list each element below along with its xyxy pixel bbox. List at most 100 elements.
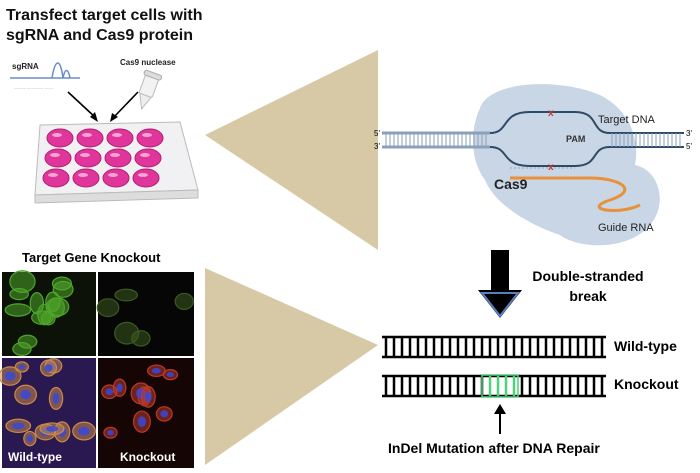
target-dna-label: Target DNA xyxy=(598,114,655,126)
cell xyxy=(114,321,140,345)
cell-nucleus xyxy=(20,389,32,400)
cell-nucleus xyxy=(136,388,146,399)
mutation-box xyxy=(481,374,519,398)
well xyxy=(102,168,130,188)
strand-knockout-label: Knockout xyxy=(614,376,679,392)
cell xyxy=(137,386,151,407)
cut-mark-bottom: x xyxy=(548,162,554,173)
cell xyxy=(130,382,152,405)
cell xyxy=(162,369,179,381)
cell xyxy=(96,298,120,318)
double-stranded-break-label: Double-stranded break xyxy=(528,266,648,306)
well xyxy=(132,168,160,188)
cell xyxy=(9,287,29,301)
top-funnel xyxy=(205,50,378,250)
five-prime-right: 5' xyxy=(686,142,692,151)
cell xyxy=(146,364,166,377)
cell xyxy=(34,423,57,441)
well xyxy=(74,148,102,168)
cell xyxy=(14,361,30,373)
microscopy-knockout-label: Knockout xyxy=(120,450,176,464)
well-highlight xyxy=(52,133,62,137)
well-plate-icon xyxy=(34,121,199,204)
well-highlight xyxy=(80,153,90,157)
transfect-title-line2: sgRNA and Cas9 protein xyxy=(6,27,193,44)
cell-nucleus xyxy=(107,430,114,436)
cell-nucleus xyxy=(40,428,51,436)
cell-nucleus xyxy=(137,416,147,427)
cell xyxy=(12,341,32,356)
well xyxy=(134,148,162,168)
well-highlight xyxy=(140,153,150,157)
ko-green-cells xyxy=(96,288,194,347)
knockout-panel-title: Target Gene Knockout xyxy=(22,250,161,265)
sgrna-label: sgRNA xyxy=(12,62,39,71)
well-highlight xyxy=(112,133,122,137)
cell-nucleus xyxy=(46,425,58,432)
cell-nucleus xyxy=(141,391,148,402)
well xyxy=(42,168,70,188)
cut-mark-top: x xyxy=(548,108,554,119)
cell-nucleus xyxy=(144,391,152,403)
cell xyxy=(114,288,138,302)
svg-text:~~~~~ ~~~~~~~ ~~~~: ~~~~~ ~~~~~~~ ~~~~ xyxy=(14,86,54,91)
cell xyxy=(29,292,44,315)
wells-group xyxy=(42,128,164,188)
cell xyxy=(131,330,151,347)
cell-nucleus xyxy=(116,383,123,393)
cell xyxy=(0,366,22,386)
ko-merge-cells xyxy=(101,364,179,439)
transfect-title: Transfect target cells with sgRNA and Ca… xyxy=(6,6,206,46)
wildtype-dna-strand xyxy=(382,335,606,359)
cell-nucleus xyxy=(58,426,66,437)
well-highlight xyxy=(142,133,152,137)
guide-rna-strand xyxy=(510,176,641,212)
cell xyxy=(23,430,37,447)
cell-nucleus xyxy=(18,364,26,370)
well xyxy=(104,148,132,168)
cell xyxy=(9,270,36,294)
cell-nucleus xyxy=(152,367,161,374)
well xyxy=(76,128,104,148)
cell xyxy=(45,297,70,317)
cell xyxy=(44,358,63,374)
cell-nucleus xyxy=(4,371,16,381)
cell-nucleus xyxy=(49,362,58,370)
well xyxy=(44,148,72,168)
cell xyxy=(53,421,71,443)
cell xyxy=(31,310,54,325)
cell-nucleus xyxy=(52,392,60,404)
dna-ladder-left xyxy=(385,133,487,147)
arrows-into-plate xyxy=(67,91,139,122)
cell-nucleus xyxy=(44,364,53,373)
well xyxy=(136,128,164,148)
knockout-dna-strand xyxy=(382,374,606,398)
indel-caption: InDel Mutation after DNA Repair xyxy=(388,440,600,456)
well xyxy=(72,168,100,188)
cell xyxy=(40,311,56,326)
well-highlight xyxy=(82,133,92,137)
cell xyxy=(39,422,65,436)
cas9-tube-icon xyxy=(138,69,163,111)
cell-nucleus xyxy=(12,422,25,430)
cell xyxy=(14,384,38,405)
cas9-protein-label: Cas9 xyxy=(494,176,528,192)
bottom-funnel xyxy=(205,268,378,465)
cell xyxy=(132,410,151,433)
transfect-title-line1: Transfect target cells with xyxy=(6,7,203,24)
three-prime-right: 3' xyxy=(686,129,692,138)
down-arrow-icon xyxy=(478,250,522,318)
mutation-pointer-arrow xyxy=(494,404,506,434)
cell xyxy=(52,280,74,298)
well-highlight xyxy=(48,173,58,177)
cell xyxy=(47,297,65,318)
pam-label: PAM xyxy=(566,134,586,144)
cell-nucleus xyxy=(26,435,33,443)
five-prime-left: 5' xyxy=(374,129,380,138)
cell xyxy=(101,384,118,400)
well-highlight xyxy=(50,153,60,157)
cell xyxy=(45,291,61,313)
cell xyxy=(51,276,73,291)
cell xyxy=(72,421,96,441)
